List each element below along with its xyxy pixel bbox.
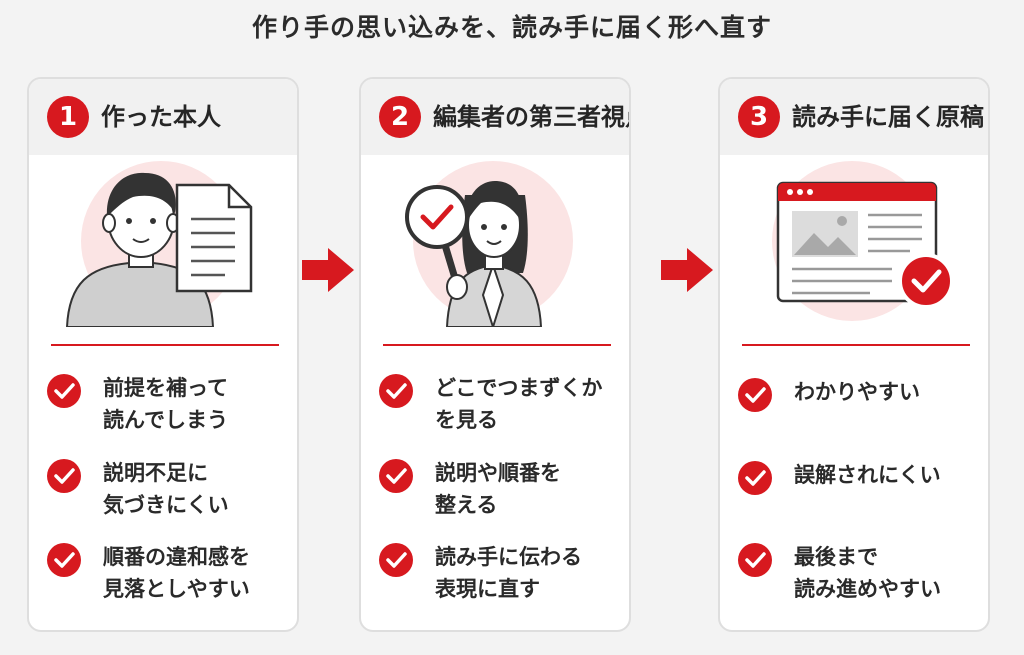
card-title: 作った本人 — [101, 103, 221, 131]
card-title: 読み手に届く原稿 — [792, 103, 984, 131]
arrow-right-icon — [661, 248, 713, 292]
list-item-text: どこでつまずくか を見る — [435, 376, 603, 432]
card-header: 1 作った本人 — [29, 79, 297, 155]
person-with-document-icon — [29, 155, 297, 328]
card-author: 1 作った本人 — [27, 77, 299, 632]
step-number-badge: 1 — [47, 96, 89, 138]
check-circle-icon — [47, 374, 81, 408]
list-item-text: 誤解されにくい — [794, 463, 941, 487]
list-item-text: 説明や順番を 整える — [435, 461, 561, 517]
list-item-text: 読み手に伝わる 表現に直す — [435, 545, 582, 601]
check-circle-icon — [47, 543, 81, 577]
editor-with-magnifier-icon — [361, 155, 629, 331]
card-header: 2 編集者の第三者視点 — [361, 79, 629, 155]
check-circle-icon — [738, 461, 772, 495]
step-number-badge: 2 — [379, 96, 421, 138]
card-title: 編集者の第三者視点 — [433, 103, 631, 131]
card-reader-manuscript: 3 読み手に届く原稿 — [718, 77, 990, 632]
card-header: 3 読み手に届く原稿 — [720, 79, 988, 155]
check-circle-icon — [379, 543, 413, 577]
divider — [383, 344, 611, 346]
divider — [51, 344, 279, 346]
divider — [742, 344, 970, 346]
page-title: 作り手の思い込みを、読み手に届く形へ直す — [251, 13, 772, 42]
card-editor: 2 編集者の第三者視点 — [359, 77, 631, 632]
check-circle-icon — [738, 378, 772, 412]
check-circle-icon — [47, 459, 81, 493]
list-item-text: 最後まで 読み進めやすい — [794, 545, 941, 601]
list-item-text: 順番の違和感を 見落としやすい — [103, 545, 250, 601]
approved-webpage-icon — [720, 155, 988, 327]
check-circle-icon — [738, 543, 772, 577]
check-circle-icon — [379, 374, 413, 408]
list-item-text: 前提を補って 読んでしまう — [103, 376, 228, 432]
list-item-text: 説明不足に 気づきにくい — [103, 461, 229, 517]
list-item-text: わかりやすい — [794, 380, 920, 404]
arrow-right-icon — [302, 248, 354, 292]
check-circle-icon — [379, 459, 413, 493]
step-number-badge: 3 — [738, 96, 780, 138]
